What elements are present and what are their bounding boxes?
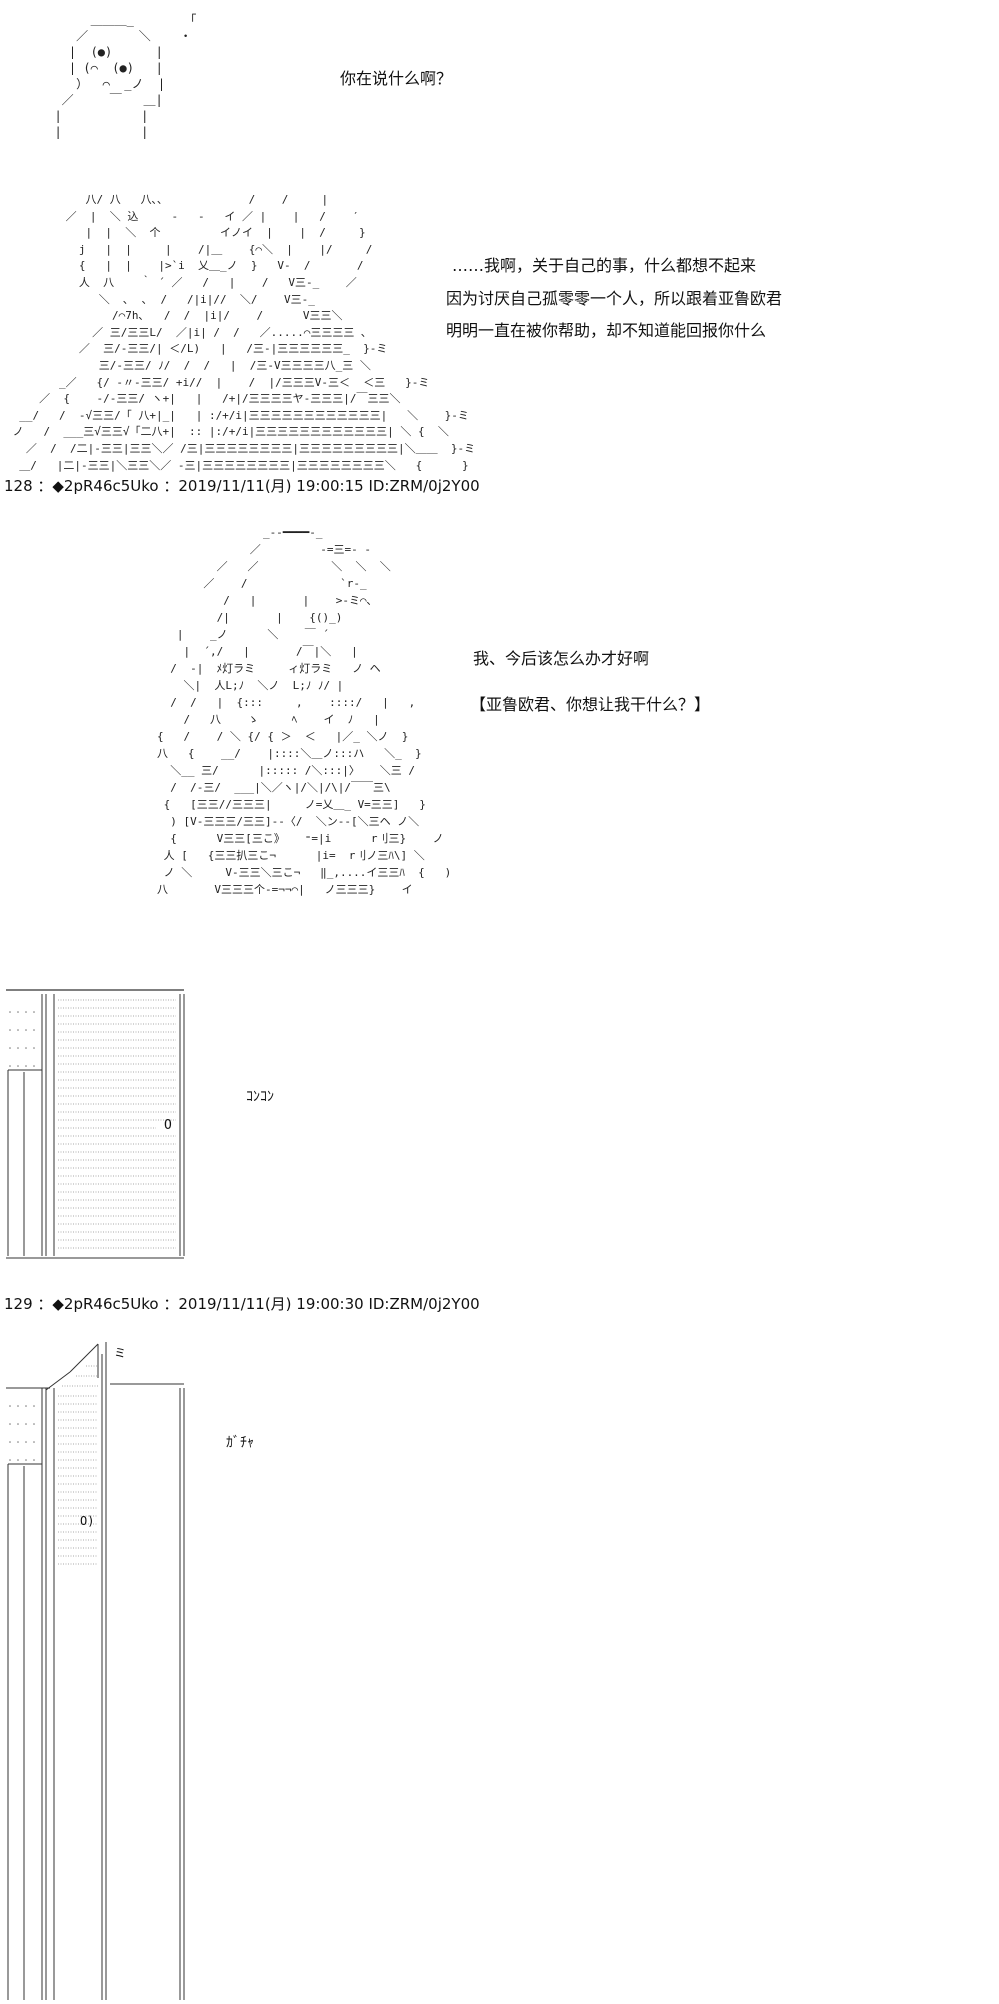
door-drawing bbox=[6, 989, 185, 1259]
door-opening-illustration: ミ O) bbox=[6, 1336, 186, 2000]
door-knob-icon: O bbox=[164, 1118, 172, 1133]
ascii-art-character-crowd: 八/ 八 八､､ / / | ／ | ＼ 込 - - イ ／ | | / ′ |… bbox=[12, 193, 476, 472]
door-knob-icon: O) bbox=[80, 1514, 95, 1528]
dialogue-line: ……我啊，关于自己的事，什么都想不起来 bbox=[452, 256, 757, 275]
dialogue-line: 【亚鲁欧君、你想让我干什么？】 bbox=[470, 695, 711, 714]
ascii-art-face: ＿＿＿_ 「 ／ ＼ ・ | (●) | | (⌒ (●) | ） ⌒ _ノ |… bbox=[54, 13, 197, 139]
sound-effect-knock: ｺﾝｺﾝ bbox=[246, 1089, 274, 1105]
post-header: 129 ：◆2pR46c5Uko ：2019/11/11(月) 19:00:30… bbox=[4, 1295, 480, 1313]
post-header: 128 ：◆2pR46c5Uko ：2019/11/11(月) 19:00:15… bbox=[4, 477, 480, 495]
door-illustration: O bbox=[6, 988, 186, 1260]
door-opening-drawing bbox=[6, 1342, 185, 2000]
dialogue-line: 我、今后该怎么办才好啊 bbox=[473, 649, 650, 668]
top-mark-label: ミ bbox=[114, 1346, 127, 1360]
dialogue-line: 明明一直在被你帮助，却不知道能回报你什么 bbox=[446, 321, 767, 340]
dialogue-line: 因为讨厌自己孤零零一个人，所以跟着亚鲁欧君 bbox=[446, 289, 783, 308]
dialogue-line: 你在说什么啊？ bbox=[340, 69, 453, 88]
sound-effect-door-open: ｶﾞﾁｬ bbox=[226, 1435, 254, 1451]
ascii-art-girl-character: _-‐━━━━-_ ／ -=三=- - ／ ／ ＼ ＼ ＼ ／ / `r‐_ /… bbox=[156, 526, 452, 896]
